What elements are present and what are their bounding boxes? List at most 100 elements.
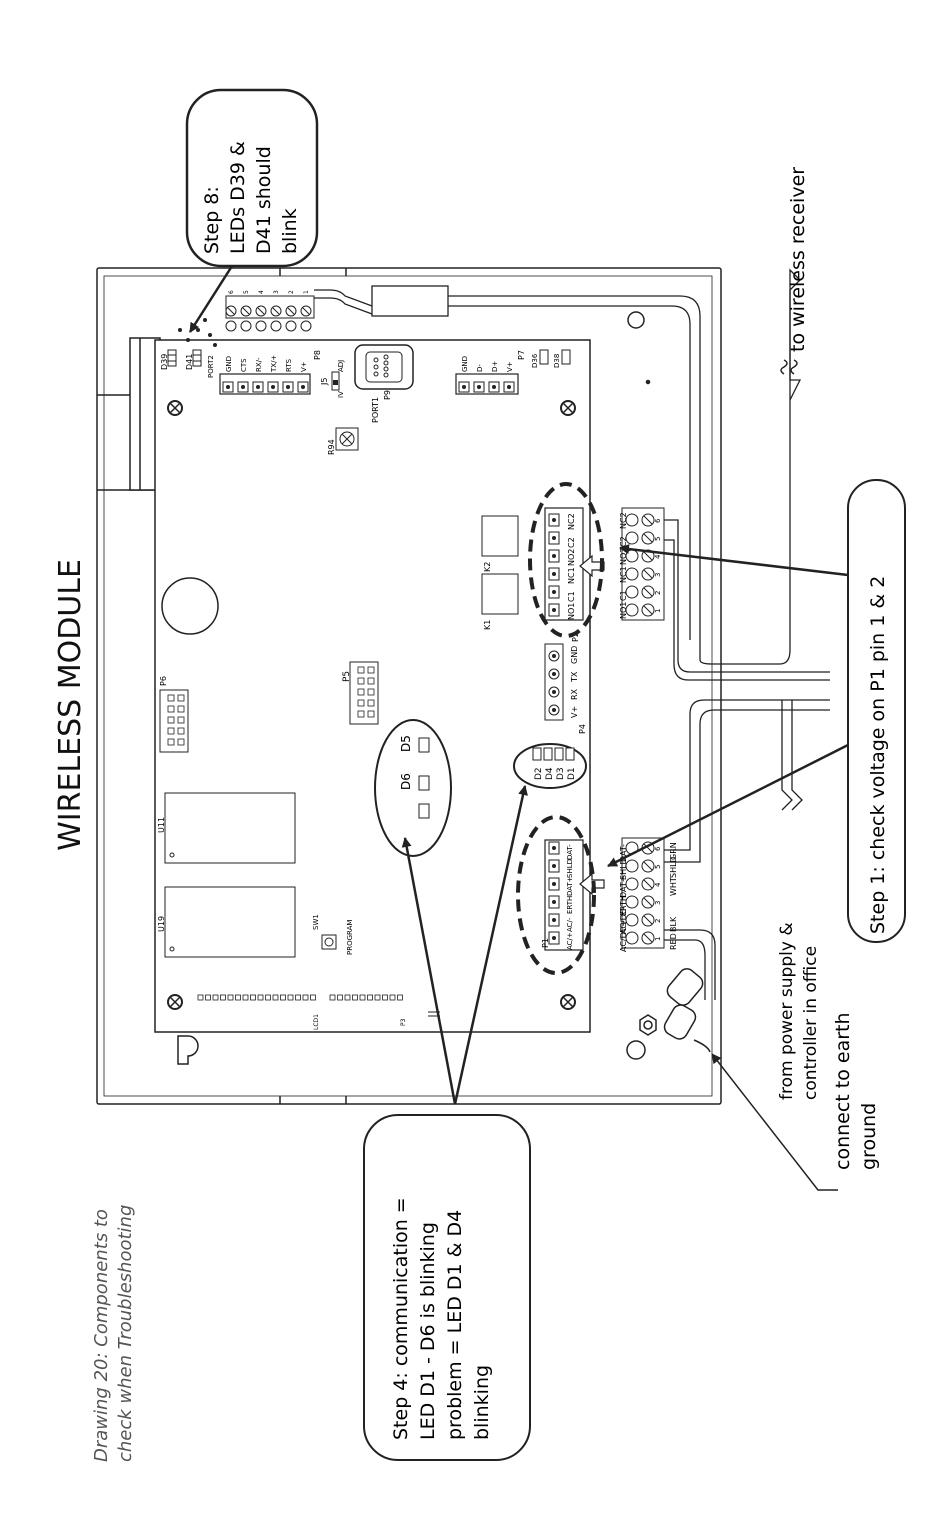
p3-pin [329,994,336,1001]
step8-line-1: Step 8: [201,186,223,254]
p7-pin-label: D- [476,364,484,372]
p5-pin [367,688,375,696]
p1-ext-label: AC/DC+ [619,920,628,952]
p2-ext-hole [625,531,639,545]
step4-line-1: Step 4: communication = [390,1197,412,1440]
board-screw [560,994,576,1010]
p1-ext-pin-number: 1 [654,937,662,941]
p3-pin [374,994,381,1001]
figure-caption: Drawing 20: Components to check when Tro… [91,1205,136,1462]
highlight-circles [516,482,604,975]
led-d38: D38 [553,349,571,368]
diagram-title: WIRELESS MODULE [53,559,88,851]
p6-pin [177,738,185,746]
p3-pin [382,994,388,1001]
cables [314,268,830,1000]
terminal-pin-number: 3 [273,290,280,294]
p3-pin [359,994,366,1001]
leds-d5-d6: D5 D6 [374,719,452,857]
power-supply-line-1: from power supply & [777,922,797,1100]
terminal-hole [225,320,237,332]
p1-ext-hole [625,877,639,891]
relay-k1: K1 [481,573,519,630]
lcd1-pin [227,994,234,1001]
step4-line-3: problem = LED D1 & D4 [444,1210,466,1440]
p1-pin-label: AC/+ [566,932,574,950]
caption-line-1: Drawing 20: Components to [91,1209,112,1462]
led-d41: D41 [185,349,202,370]
p2-ext-label: NC2 [619,512,628,529]
highlight-p2 [528,482,604,638]
led-d36: D36 [531,349,549,368]
p2-ext-hole [625,567,639,581]
lcd1-pin [302,994,309,1001]
db9-port1: PORT1 P9 [354,344,414,423]
leader-step1-p1 [607,743,849,868]
iv-label: IV [337,391,345,398]
p8-pin-label: RX/- [255,357,263,372]
d3-label: D3 [556,767,566,780]
terminal-pin-number: 1 [303,290,310,294]
lcd1-pin [220,994,226,1001]
led-d1 [565,747,575,761]
p2-ext-label: NO2 [619,548,628,565]
lcd1-pin [257,994,264,1001]
lcd1-pin [272,994,279,1001]
caption-line-2: check when Troubleshooting [115,1205,136,1462]
d38-label: D38 [553,354,561,368]
p1-wire-color: BLK [669,916,678,932]
p3-pin [389,994,396,1001]
p2-ext-pin-number: 1 [654,609,662,613]
p5-pin [357,688,365,696]
step4-line-4: blinking [471,1365,493,1440]
p5-pin [357,677,365,685]
header-p3: P3 [329,994,407,1026]
p1-pin-label: DAT- [566,844,574,860]
j5-label: J5 [320,378,329,386]
p6-pin [177,694,185,702]
p6-pin [177,716,185,724]
d2-label: D2 [534,767,544,780]
p1-ext-pin-number: 5 [654,865,662,869]
p1-ext-label: DAT- [619,844,628,862]
p5-pin [367,666,375,674]
p3-pin [367,994,373,1001]
d5-label: D5 [399,735,413,752]
p6-pin [177,727,185,735]
p5-pin [367,699,375,707]
terminal-hole [285,320,297,332]
u19-label: U19 [157,916,166,932]
leader-step1-p2 [619,544,849,577]
p4-pin-label: V+ [570,706,579,718]
board-screw [167,994,183,1010]
enclosure [96,267,722,1105]
program-label: PROGRAM [346,920,354,955]
p5-pin [367,710,375,718]
p5-pin [357,699,365,707]
lcd1-pin [265,994,271,1001]
p7-pin-label: GND [461,356,469,372]
p2-ext-hole [625,603,639,617]
p1-wire-color: WHT [669,877,678,896]
port2-label: PORT2 [207,355,215,378]
switch-sw1: SW1 PROGRAM [312,914,354,955]
p4-pin-label: GND [570,646,579,664]
lcd1-pin [250,994,256,1001]
step8-line-4: blink [279,208,301,254]
keyhole-slot [177,1035,199,1065]
p5-label: P5 [342,671,352,682]
p2-ext-pin-number: 4 [654,554,662,559]
p1-ext-hole [625,913,639,927]
terminal-pin-number: 5 [243,290,250,294]
terminal-pin-number: 6 [228,290,235,294]
p2-pin-label: NC2 [567,513,576,530]
earth-line-2: ground [858,1103,880,1170]
p2-pin-label: NO2 [567,549,576,566]
p3-pin [337,994,343,1001]
wireless-receiver-annotation: to wireless receiver [780,167,809,375]
lcd1-pin [242,994,249,1001]
lcd1-pin [235,994,241,1001]
mounting-hole [626,1040,646,1060]
